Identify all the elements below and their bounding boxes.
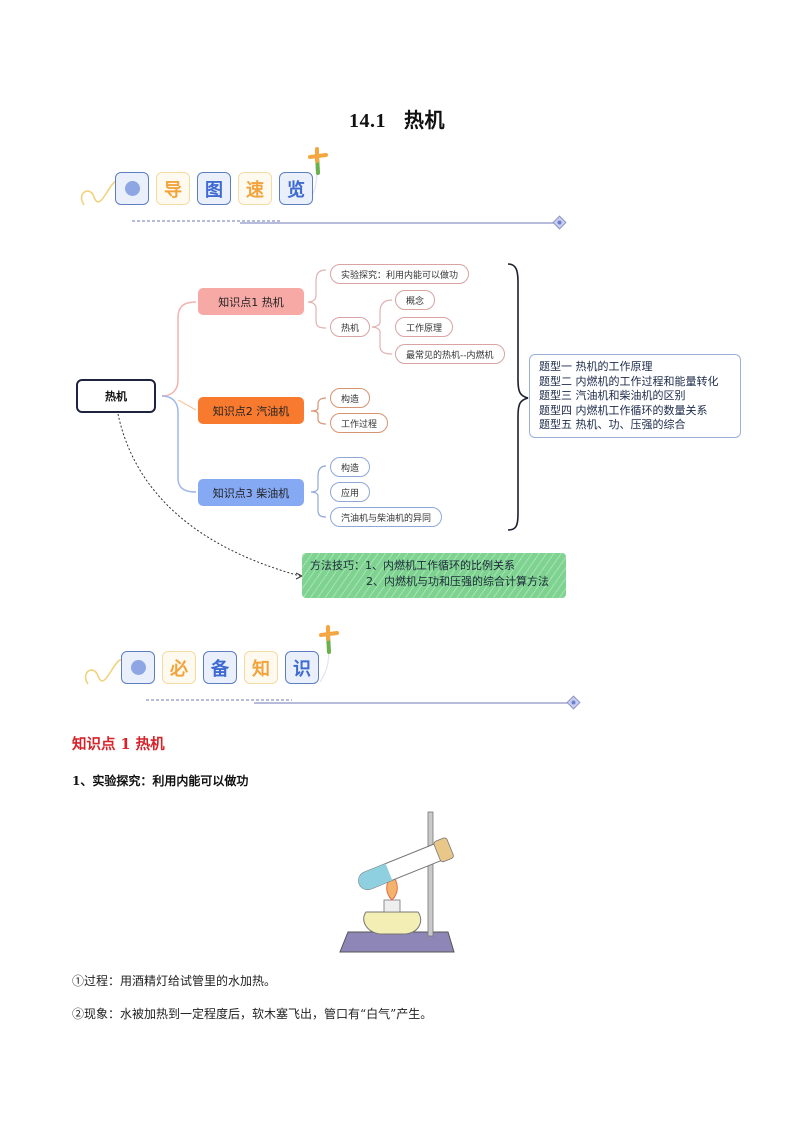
ball-icon bbox=[130, 660, 146, 675]
experiment-illustration bbox=[339, 811, 455, 953]
leaf-node: 应用 bbox=[330, 482, 371, 502]
stand-rod bbox=[427, 811, 434, 937]
mindmap-root: 热机 bbox=[76, 379, 156, 413]
method-tip-line: 2、内燃机与功和压强的综合计算方法 bbox=[366, 575, 549, 588]
leaf-node: 汽油机与柴油机的异同 bbox=[330, 507, 443, 527]
question-type: 题型一 热机的工作原理 bbox=[539, 360, 653, 373]
banner-ball-tile bbox=[121, 651, 155, 684]
question-types-box: 题型一 热机的工作原理 题型二 内燃机的工作过程和能量转化 题型三 汽油机和柴油… bbox=[529, 354, 741, 438]
brace-question-types bbox=[507, 263, 529, 531]
knowledge-point-3: 知识点3 柴油机 bbox=[198, 479, 304, 506]
test-tube-icon bbox=[358, 837, 454, 891]
knowledge-point-2: 知识点2 汽油机 bbox=[198, 397, 304, 424]
paragraph-process: ①过程：用酒精灯给试管里的水加热。 bbox=[72, 974, 277, 988]
mindmap-connectors bbox=[117, 263, 529, 580]
cork-icon bbox=[433, 837, 454, 863]
leaf-node: 热机 bbox=[330, 317, 371, 337]
banner-decoration bbox=[80, 147, 567, 230]
banner-char-tile: 备 bbox=[203, 651, 237, 684]
stand-base bbox=[339, 931, 455, 953]
banner-essential-knowledge: 必 备 知 识 bbox=[70, 620, 590, 710]
brace-kp3 bbox=[310, 465, 327, 518]
branch-line-kp2 bbox=[177, 399, 197, 411]
ball-icon bbox=[124, 181, 140, 196]
brace-kp1 bbox=[307, 269, 327, 329]
alcohol-lamp-icon bbox=[363, 911, 422, 935]
dotted-connector bbox=[117, 413, 301, 577]
method-tip-line: 方法技巧：1、内燃机工作循环的比例关系 bbox=[310, 559, 515, 572]
brace-kp2 bbox=[310, 397, 327, 425]
banner-char-tile: 图 bbox=[197, 172, 231, 205]
section-heading: 知识点 1 热机 bbox=[72, 736, 165, 753]
method-tips-background bbox=[302, 553, 566, 598]
leaf-node: 最常见的热机--内燃机 bbox=[395, 344, 505, 364]
banner-char-tile: 必 bbox=[162, 651, 196, 684]
banner-char-tile: 导 bbox=[156, 172, 190, 205]
knowledge-point-1: 知识点1 热机 bbox=[198, 288, 304, 315]
banner-char-tile: 览 bbox=[279, 172, 313, 205]
leaf-node: 构造 bbox=[330, 457, 371, 477]
paragraph-phenomenon: ②现象：水被加热到一定程度后，软木塞飞出，管口有“白气”产生。 bbox=[72, 1007, 433, 1021]
question-type: 题型二 内燃机的工作过程和能量转化 bbox=[539, 374, 719, 388]
leaf-node: 实验探究：利用内能可以做功 bbox=[330, 264, 470, 284]
page-title: 14.1 热机 bbox=[0, 104, 794, 133]
branch-line-kp1 bbox=[161, 301, 197, 397]
leaf-node: 概念 bbox=[395, 290, 436, 310]
section-subheading: 1、实验探究：利用内能可以做功 bbox=[72, 774, 249, 788]
title-text: 热机 bbox=[404, 110, 445, 132]
banner-char-tile: 知 bbox=[244, 651, 278, 684]
question-type: 题型四 内燃机工作循环的数量关系 bbox=[539, 403, 708, 417]
banner-char-tile: 速 bbox=[238, 172, 272, 205]
leaf-node: 构造 bbox=[330, 388, 371, 408]
title-number: 14.1 bbox=[349, 110, 386, 132]
banner-char-tile: 识 bbox=[285, 651, 319, 684]
banner-ball-tile bbox=[115, 172, 149, 205]
branch-line-kp3 bbox=[161, 395, 197, 493]
question-type: 题型五 热机、功、压强的综合 bbox=[539, 418, 686, 431]
brace-heat-engine bbox=[371, 299, 393, 355]
leaf-node: 工作过程 bbox=[330, 413, 389, 433]
leaf-node: 工作原理 bbox=[395, 317, 454, 337]
banner-mindmap-overview: 导 图 速 览 bbox=[70, 145, 590, 235]
method-tips-box: 方法技巧：1、内燃机工作循环的比例关系 2、内燃机与功和压强的综合计算方法 bbox=[302, 553, 566, 598]
question-type: 题型三 汽油机和柴油机的区别 bbox=[539, 389, 686, 402]
